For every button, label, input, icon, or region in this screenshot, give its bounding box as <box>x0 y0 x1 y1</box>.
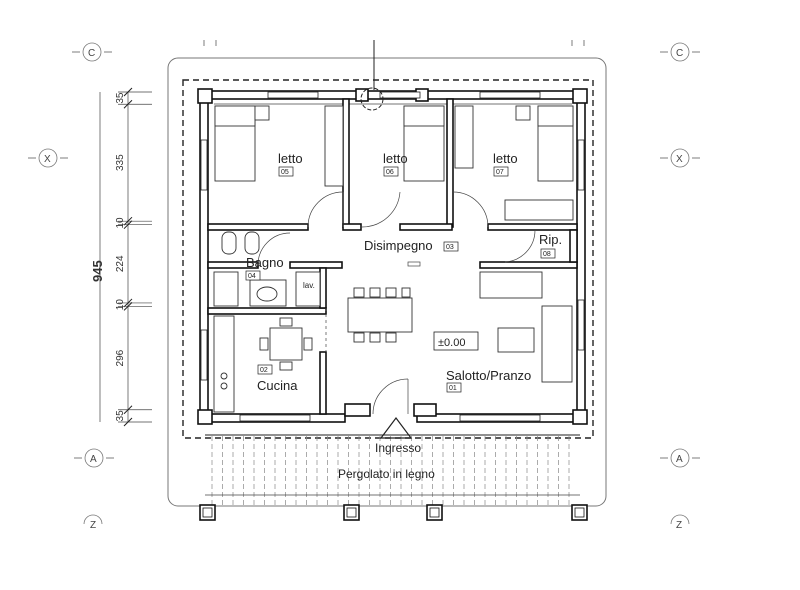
axis-marker-c-right: C <box>660 42 700 62</box>
dim-segment-label: 35 <box>115 410 126 422</box>
room-label-rip: Rip. <box>539 232 562 247</box>
ingresso-label: Ingresso <box>375 441 421 455</box>
svg-text:03: 03 <box>446 244 454 251</box>
dim-segment-label: 335 <box>115 154 126 171</box>
room-label-cucina: Cucina <box>257 378 298 393</box>
room-tag-cucina: 02 <box>257 364 273 375</box>
room-tag-rip: 08 <box>540 248 556 259</box>
room-label-salotto: Salotto/Pranzo <box>446 368 531 383</box>
svg-text:02: 02 <box>260 367 268 374</box>
kitchen-furniture <box>213 315 313 413</box>
svg-text:±0.00: ±0.00 <box>438 337 465 349</box>
svg-text:05: 05 <box>281 169 289 176</box>
svg-text:07: 07 <box>496 169 504 176</box>
room-tag-letto-1: 05 <box>278 166 294 177</box>
axis-markers: C C X X A A Z <box>28 42 700 531</box>
dim-segment-label: 35 <box>115 92 126 104</box>
dim-segment-label: 296 <box>115 349 126 366</box>
svg-text:Z: Z <box>90 520 96 531</box>
svg-text:X: X <box>44 154 51 165</box>
windows <box>200 91 585 422</box>
svg-text:A: A <box>90 454 97 465</box>
svg-text:06: 06 <box>386 169 394 176</box>
axis-marker-x-right: X <box>660 148 700 168</box>
room-tag-bagno: 04 <box>245 270 261 281</box>
svg-text:A: A <box>676 454 683 465</box>
beds <box>214 105 574 221</box>
svg-text:C: C <box>676 48 683 59</box>
room-label-letto-1: letto <box>278 151 303 166</box>
dimension-chain: 945 35 335 10 224 10 296 35 <box>90 87 152 427</box>
room-label-letto-3: letto <box>493 151 518 166</box>
bathroom-fixtures <box>213 231 321 307</box>
axis-marker-c-left: C <box>72 42 112 62</box>
axis-marker-a-left: A <box>74 448 114 468</box>
axis-marker-a-right: A <box>660 448 700 468</box>
entrance-marker <box>344 403 437 439</box>
room-tag-letto-2: 06 <box>383 166 399 177</box>
dim-segment-label: 10 <box>115 299 126 311</box>
dim-segment-label: 10 <box>115 217 126 229</box>
svg-text:C: C <box>88 48 95 59</box>
room-tag-letto-3: 07 <box>493 166 509 177</box>
section-marker <box>360 40 384 111</box>
living-furniture <box>347 261 573 383</box>
room-label-bagno: Bagno <box>246 255 284 270</box>
level-marker: ±0.00 <box>433 331 479 351</box>
pergolato-label: Pergolato in legno <box>338 467 435 481</box>
axis-marker-z-left: Z <box>83 514 103 531</box>
svg-text:08: 08 <box>543 251 551 258</box>
site-boundary <box>167 57 607 507</box>
svg-text:X: X <box>676 154 683 165</box>
room-tag-salotto: 01 <box>446 382 462 393</box>
doors <box>257 191 536 415</box>
axis-marker-z-right: Z <box>670 514 690 531</box>
room-label-letto-2: letto <box>383 151 408 166</box>
room-label-lav: lav. <box>303 281 315 290</box>
room-tag-disimpegno: 03 <box>443 241 459 252</box>
pergola <box>205 434 580 505</box>
room-label-disimpegno: Disimpegno <box>364 238 433 253</box>
dim-total: 945 <box>90 260 105 282</box>
axis-marker-x-left: X <box>28 148 68 168</box>
svg-text:Z: Z <box>676 520 682 531</box>
grid-ticks <box>203 40 585 46</box>
svg-text:01: 01 <box>449 385 457 392</box>
dim-segment-label: 224 <box>115 255 126 272</box>
pergola-posts <box>199 504 588 521</box>
svg-text:04: 04 <box>248 273 256 280</box>
